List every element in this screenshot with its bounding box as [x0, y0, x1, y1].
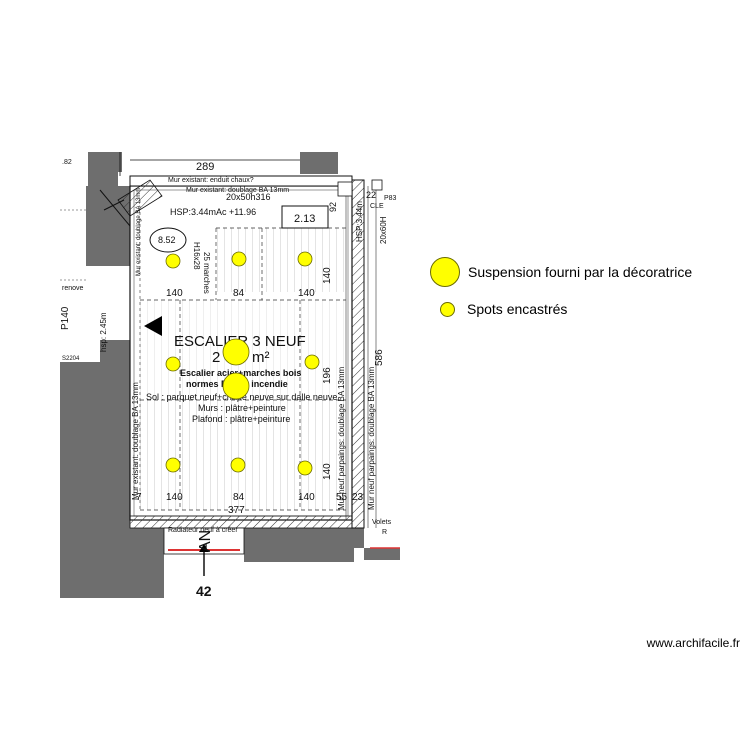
dim-586: 586 — [374, 349, 385, 366]
walls-note: Murs : plâtre+peinture — [198, 403, 286, 413]
existing-wall-bottom-left — [130, 528, 164, 598]
existing-wall-lower-left — [60, 362, 130, 598]
alt-top: Ac +11.96 — [216, 207, 256, 217]
label-cle: CLE — [370, 203, 384, 210]
suspension-fixture-2 — [222, 372, 250, 400]
suspension-fixture-1 — [222, 338, 250, 366]
watermark: www.archifacile.fr — [646, 636, 740, 650]
ceiling-note: Plafond : plâtre+peinture — [192, 414, 290, 424]
legend-spots-label: Spots encastrés — [467, 301, 568, 317]
label-p83: P83 — [384, 195, 397, 202]
left-upper-note: Mur existant: doublage BA 13mm — [136, 188, 142, 276]
label-25-marches: 25 marches — [202, 252, 211, 294]
bottom-wall-band — [129, 515, 353, 529]
label-82: .82 — [62, 159, 72, 166]
spot-fixture-8 — [297, 460, 313, 476]
label-852: 8.52 — [158, 235, 176, 245]
dim-289: 289 — [196, 161, 214, 173]
stair-zone-bottom — [140, 400, 346, 510]
label-h16x28: H16x28 — [192, 242, 201, 270]
dim-bottom-23: 23 — [352, 492, 364, 503]
right-wall-note-2: Mur neuf parpaings: doublage BA 13mm — [367, 366, 376, 510]
dim-bottom-84: 84 — [233, 492, 245, 503]
right-wall-note-1: Mur neuf parpaings: doublage BA 13mm — [337, 366, 346, 510]
description-1: Escalier acier+marches bois — [180, 368, 301, 378]
legend-suspension: Suspension fourni par la décoratrice — [430, 257, 692, 287]
dim-top-84: 84 — [233, 288, 245, 299]
label-renove: renove — [62, 285, 84, 292]
box-213 — [281, 205, 329, 229]
dim-213: 2.13 — [294, 213, 315, 225]
stair-hatch-top-left — [117, 179, 163, 217]
label-20x60: 20x60H — [379, 216, 388, 244]
spot-fixture-4 — [165, 356, 181, 372]
label-p140: P140 — [60, 306, 71, 330]
label-hsp-right: HSP:3.44m — [355, 201, 364, 242]
new-wall-right — [351, 179, 365, 529]
code-top: 20x50h316 — [226, 192, 271, 202]
legend-spots: Spots encastrés — [440, 301, 567, 317]
hsp-left: hsp: 2.45m — [99, 312, 108, 352]
spot-fixture-5 — [304, 354, 320, 370]
spot-swatch-icon — [440, 301, 455, 317]
dim-vertical-140-b: 140 — [322, 463, 333, 480]
spot-fixture-3 — [297, 251, 313, 267]
top-lining-note: Mur existant: doublage BA 13mm — [186, 187, 289, 194]
top-wall-band — [129, 175, 353, 187]
label-s204: S2204 — [62, 356, 80, 362]
dim-bottom-55: 55 — [336, 492, 348, 503]
dim-377: 377 — [228, 505, 245, 516]
direction-arrow — [144, 316, 162, 336]
legend-suspension-label: Suspension fourni par la décoratrice — [468, 264, 693, 280]
dim-vertical-140-a: 140 — [322, 267, 333, 284]
left-wall-note: Mur existant: doublage BA 13mm — [131, 382, 140, 500]
room-number: 42 — [196, 583, 212, 599]
dim-bottom-140-b: 140 — [298, 492, 315, 503]
label-volets: Volets — [372, 519, 392, 526]
dim-top-140-b: 140 — [298, 288, 315, 299]
label-r: R — [382, 529, 387, 536]
dim-bottom-7: 7 — [136, 492, 142, 503]
dim-bottom-140-a: 140 — [166, 492, 183, 503]
label-852-circle — [149, 227, 187, 253]
top-wall-note: Mur existant: enduit chaux? — [168, 177, 254, 184]
dim-top-140-a: 140 — [166, 288, 183, 299]
spot-fixture-7 — [230, 457, 246, 473]
dim-22: 22 — [366, 190, 376, 200]
radiator-note: Radiateur neuf à créer — [168, 527, 238, 534]
spot-fixture-2 — [231, 251, 247, 267]
light-fixtures — [165, 251, 320, 476]
dashed-guides — [140, 227, 346, 511]
spot-fixture-1 — [165, 253, 181, 269]
area-right: m² — [252, 349, 270, 366]
existing-wall-bottom-mid — [244, 528, 354, 562]
dim-92: 92 — [328, 202, 338, 212]
hsp-top: HSP:3.44m — [170, 207, 216, 217]
suspension-swatch-icon — [430, 257, 460, 287]
spot-fixture-6 — [165, 457, 181, 473]
entry-marker: AN — [197, 530, 214, 552]
dim-vertical-196: 196 — [322, 367, 333, 384]
area-left: 2 — [212, 349, 220, 366]
